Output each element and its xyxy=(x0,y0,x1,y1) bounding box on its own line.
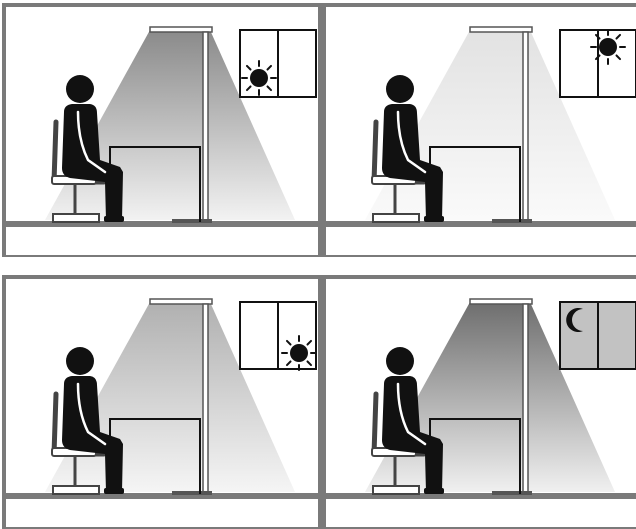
sun-disc xyxy=(250,69,268,87)
row-gap xyxy=(0,257,636,272)
chair-base xyxy=(373,486,419,494)
sun-disc xyxy=(599,38,617,56)
person-foot xyxy=(104,488,124,494)
floor-strip xyxy=(324,225,636,257)
lamp-pole xyxy=(203,32,208,222)
panel-top-left xyxy=(4,5,320,257)
person-head xyxy=(386,75,414,103)
chair-base xyxy=(53,214,99,222)
sun-disc xyxy=(290,344,308,362)
floor-strip xyxy=(324,497,636,529)
lamp-base xyxy=(172,219,212,223)
lamp-pole xyxy=(203,304,208,494)
person-foot xyxy=(104,216,124,222)
lamp-base xyxy=(492,219,532,223)
lamp-pole xyxy=(523,32,528,222)
person-foot xyxy=(424,488,444,494)
person-head xyxy=(66,347,94,375)
window-icon xyxy=(560,30,636,97)
lamp-base xyxy=(172,491,212,495)
chair-base xyxy=(373,214,419,222)
person-foot xyxy=(424,216,444,222)
lamp-base xyxy=(492,491,532,495)
panel-bottom-right xyxy=(324,277,636,529)
lamp-pole xyxy=(523,304,528,494)
floor-strip xyxy=(4,225,320,257)
person-head xyxy=(66,75,94,103)
person-head xyxy=(386,347,414,375)
panel-bottom-left xyxy=(4,277,320,529)
floor-strip xyxy=(4,497,320,529)
panel-top-right xyxy=(324,5,636,257)
chair-base xyxy=(53,486,99,494)
